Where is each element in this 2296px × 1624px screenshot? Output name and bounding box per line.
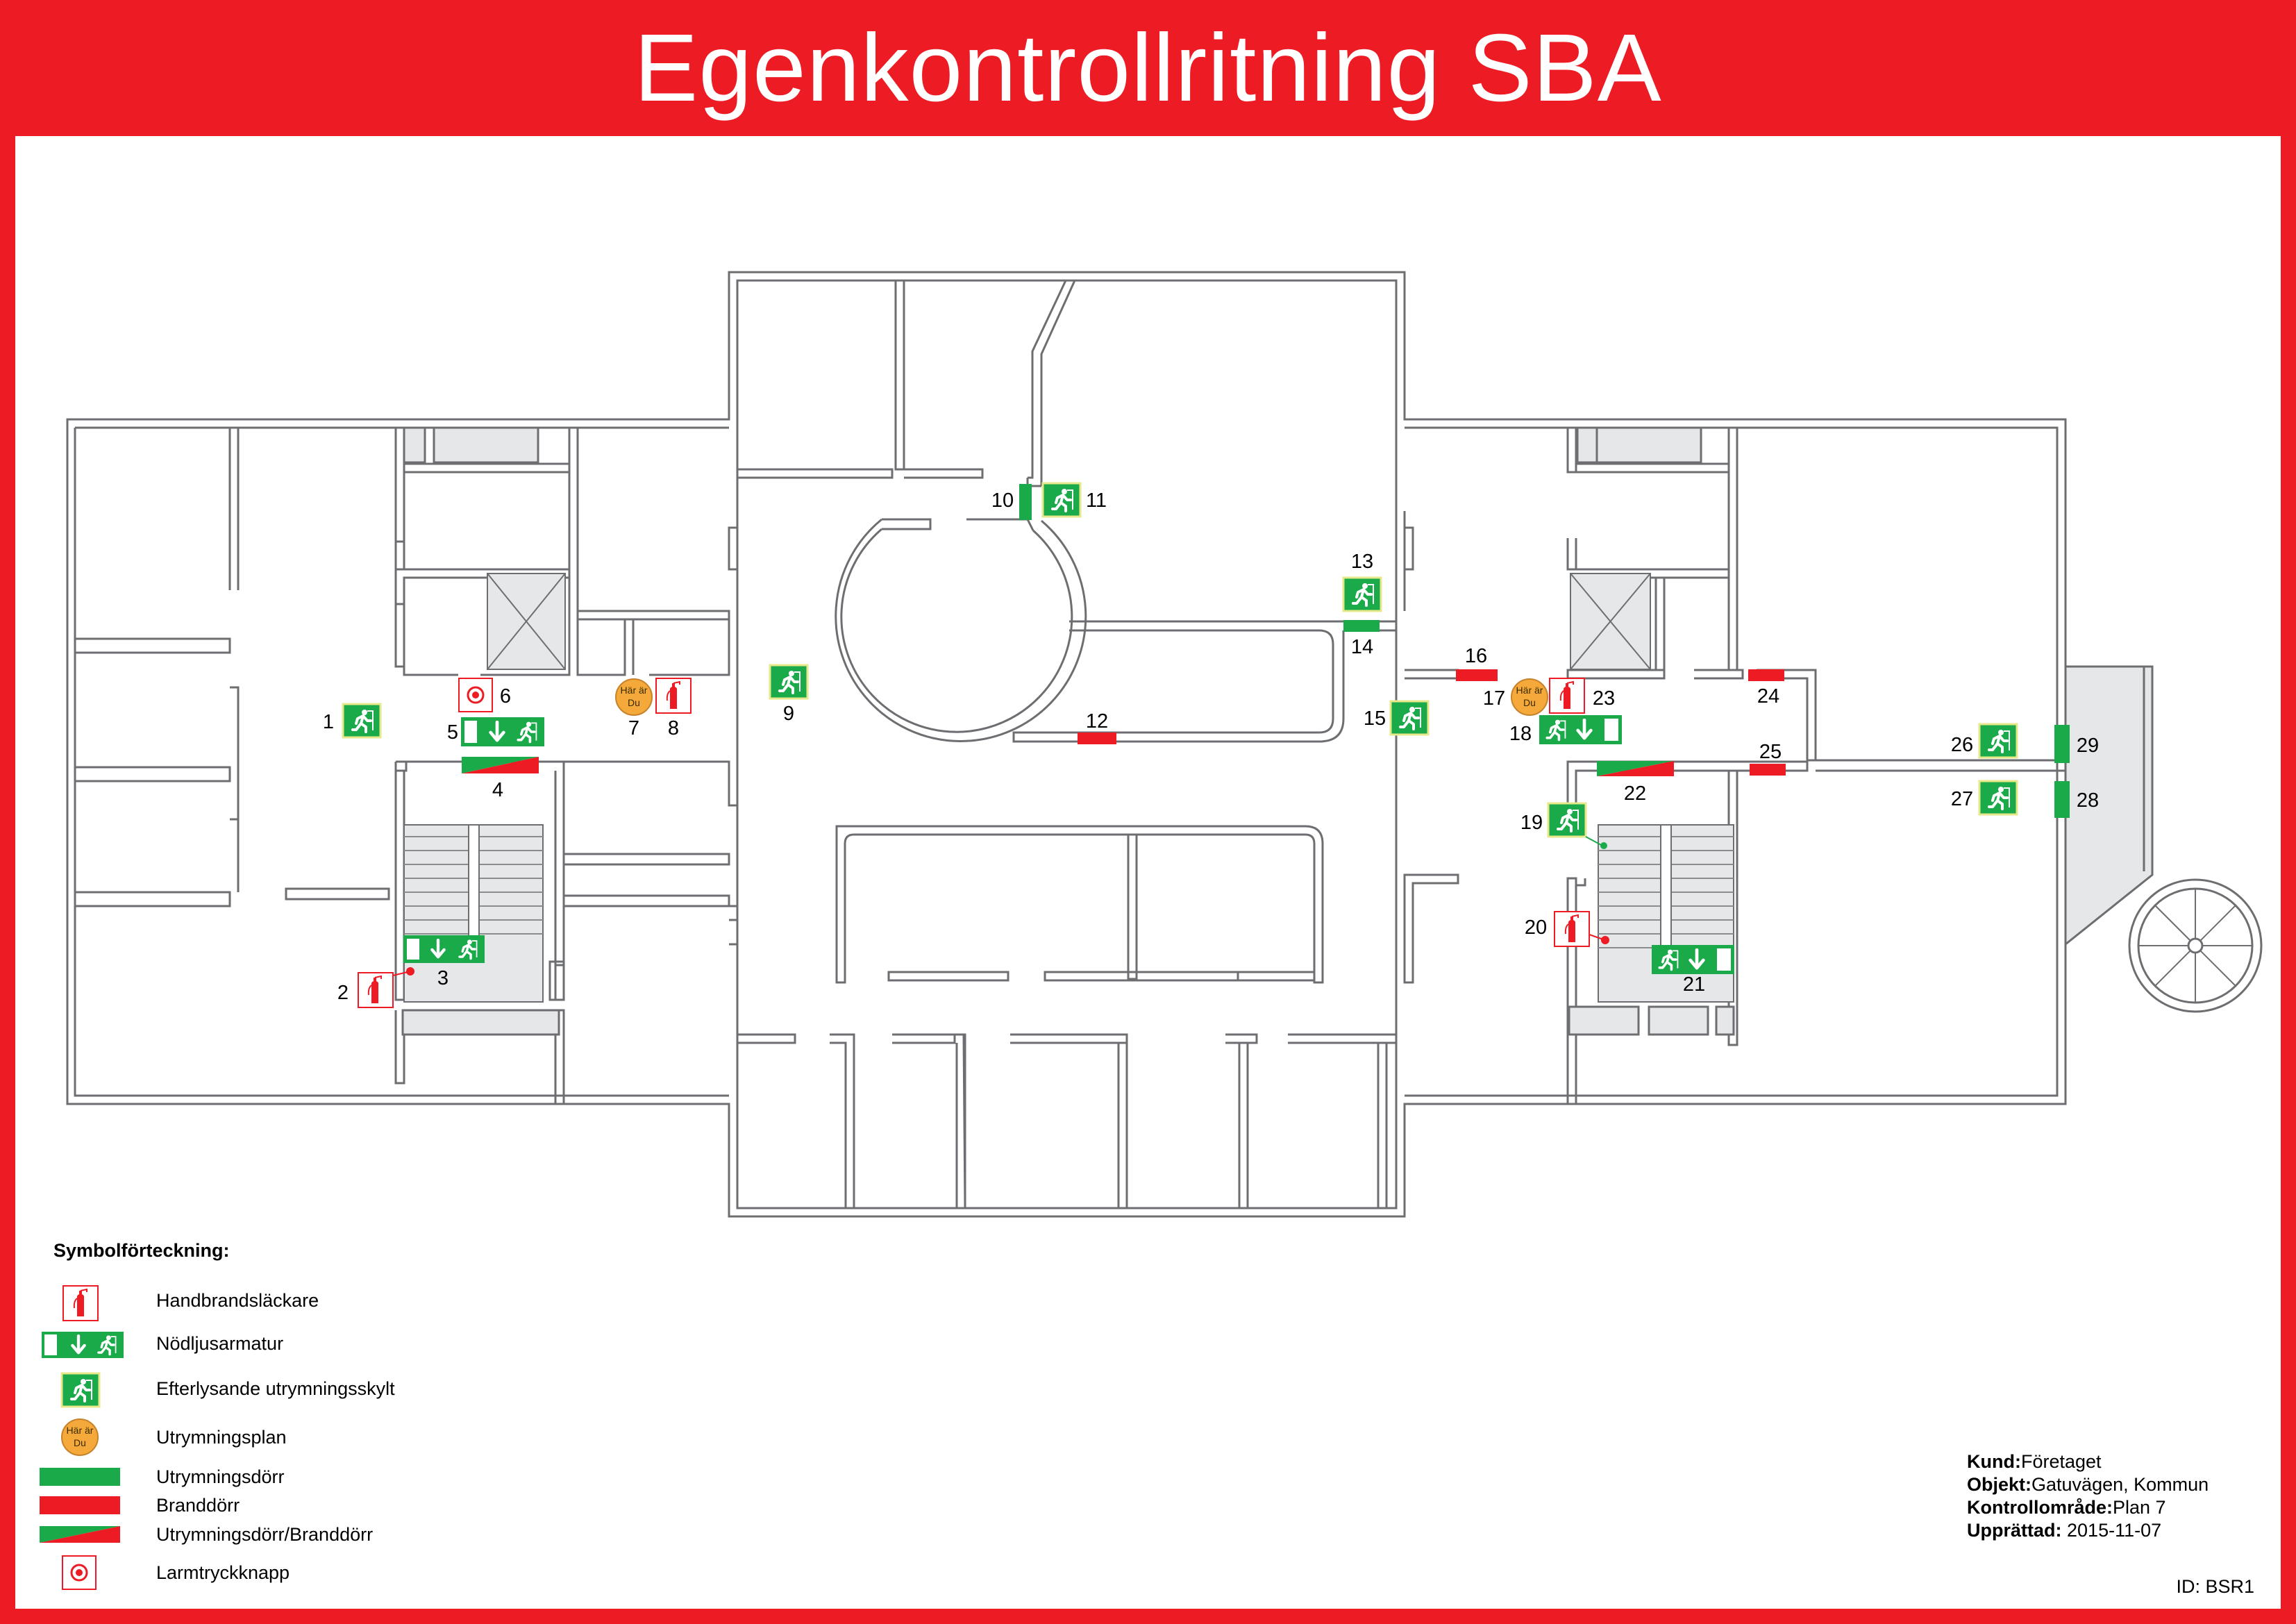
door-4-exit-fire bbox=[462, 757, 539, 773]
legend-fire-extinguisher-icon bbox=[62, 1285, 99, 1321]
emergency-light-21 bbox=[1652, 945, 1734, 974]
exit-sign-11 bbox=[1041, 482, 1082, 518]
legend-label-exit-fire-door: Utrymningsdörr/Branddörr bbox=[156, 1524, 374, 1545]
exit-sign-15 bbox=[1389, 700, 1430, 736]
legend-exit-door-icon bbox=[40, 1468, 120, 1486]
marker-9: 9 bbox=[783, 703, 794, 725]
marker-7: 7 bbox=[628, 717, 639, 739]
legend-label-exit-door: Utrymningsdörr bbox=[156, 1466, 285, 1487]
marker-15: 15 bbox=[1364, 708, 1386, 730]
legend-title: Symbolförteckning: bbox=[53, 1240, 230, 1261]
svg-text:Här är: Här är bbox=[67, 1425, 94, 1436]
page-title: Egenkontrollritning SBA bbox=[634, 14, 1662, 122]
marker-27: 27 bbox=[1951, 788, 1973, 810]
info-objekt: Objekt:Gatuvägen, Kommun bbox=[1967, 1474, 2209, 1495]
building-walls bbox=[66, 271, 2263, 1218]
emergency-light-18 bbox=[1539, 715, 1622, 744]
doors bbox=[462, 484, 2070, 818]
exit-sign-1 bbox=[342, 703, 382, 739]
exit-sign-9 bbox=[769, 664, 809, 700]
info-upprattad: Upprättad: 2015-11-07 bbox=[1967, 1520, 2162, 1541]
legend-symbols: Här är Du bbox=[40, 1285, 124, 1590]
door-28-exit bbox=[2054, 781, 2070, 818]
marker-8: 8 bbox=[668, 717, 679, 739]
elevator-left bbox=[487, 573, 566, 670]
legend-exit-fire-door-icon bbox=[40, 1526, 120, 1543]
fixtures bbox=[401, 426, 1735, 1036]
marker-6: 6 bbox=[500, 685, 511, 708]
marker-3: 3 bbox=[437, 967, 449, 989]
evacuation-plan-17: Här är Du bbox=[1511, 678, 1548, 716]
marker-12: 12 bbox=[1086, 710, 1108, 733]
marker-13: 13 bbox=[1351, 551, 1373, 573]
svg-text:Du: Du bbox=[628, 697, 640, 708]
legend-alarm-button-icon bbox=[62, 1555, 97, 1590]
title-bar: Egenkontrollritning SBA bbox=[0, 0, 2296, 136]
marker-10: 10 bbox=[991, 489, 1014, 512]
door-14-exit bbox=[1343, 620, 1380, 632]
door-22-exit-fire bbox=[1597, 761, 1674, 776]
fire-extinguisher-23 bbox=[1549, 678, 1585, 714]
marker-11: 11 bbox=[1086, 489, 1107, 512]
fire-extinguisher-20 bbox=[1554, 911, 1609, 947]
svg-text:Du: Du bbox=[1523, 697, 1536, 708]
legend-label-emergency-light: Nödljusarmatur bbox=[156, 1333, 284, 1354]
legend-emergency-light-icon bbox=[42, 1332, 124, 1358]
marker-4: 4 bbox=[492, 779, 503, 801]
marker-14: 14 bbox=[1351, 636, 1373, 658]
marker-1: 1 bbox=[323, 711, 334, 733]
marker-22: 22 bbox=[1624, 782, 1646, 805]
stairs-left bbox=[403, 824, 544, 1003]
emergency-light-3 bbox=[403, 935, 485, 963]
legend-evacuation-plan-icon: Här är Du bbox=[61, 1418, 99, 1456]
door-16-fire bbox=[1456, 669, 1498, 681]
evacuation-plan-7: Här är Du bbox=[615, 678, 653, 716]
exit-sign-27 bbox=[1978, 780, 2018, 816]
marker-5: 5 bbox=[447, 721, 458, 744]
marker-26: 26 bbox=[1951, 734, 1973, 756]
marker-23: 23 bbox=[1593, 687, 1615, 710]
legend-fire-door-icon bbox=[40, 1496, 120, 1514]
exit-sign-26 bbox=[1978, 723, 2018, 759]
svg-text:Här är: Här är bbox=[621, 685, 648, 696]
marker-28: 28 bbox=[2077, 789, 2099, 812]
info-kontrollomrade: Kontrollområde:Plan 7 bbox=[1967, 1497, 2166, 1518]
door-29-exit bbox=[2054, 725, 2070, 763]
legend-label-fire-door: Branddörr bbox=[156, 1495, 240, 1516]
legend-label-fire-extinguisher: Handbrandsläckare bbox=[156, 1290, 319, 1311]
legend-label-evacuation-plan: Utrymningsplan bbox=[156, 1427, 287, 1448]
floor-plan: Här är Du Här är Du 1 2 3 4 5 6 7 8 9 10… bbox=[40, 271, 2263, 1590]
emergency-light-5 bbox=[461, 717, 544, 746]
document-id: ID: BSR1 bbox=[2176, 1576, 2254, 1597]
door-25-fire bbox=[1750, 764, 1786, 776]
marker-25: 25 bbox=[1759, 741, 1782, 763]
fire-extinguisher-2 bbox=[358, 967, 414, 1008]
legend-label-alarm-button: Larmtryckknapp bbox=[156, 1562, 290, 1583]
exit-sign-13 bbox=[1342, 576, 1382, 612]
info-kund: Kund:Företaget bbox=[1967, 1451, 2102, 1472]
marker-16: 16 bbox=[1465, 645, 1487, 667]
marker-2: 2 bbox=[337, 982, 349, 1004]
exit-sign-19 bbox=[1547, 802, 1587, 838]
door-10-exit bbox=[1019, 484, 1032, 520]
stairs-right bbox=[1598, 824, 1734, 1003]
marker-18: 18 bbox=[1509, 723, 1532, 745]
marker-24: 24 bbox=[1757, 685, 1779, 708]
fire-extinguisher-8 bbox=[655, 678, 692, 714]
legend-exit-sign-icon bbox=[60, 1372, 101, 1408]
marker-20: 20 bbox=[1525, 916, 1547, 939]
door-24-fire bbox=[1748, 669, 1784, 681]
marker-21: 21 bbox=[1683, 973, 1705, 996]
door-12-fire bbox=[1078, 733, 1116, 744]
marker-19: 19 bbox=[1520, 812, 1543, 834]
alarm-button-6 bbox=[458, 678, 493, 712]
marker-17: 17 bbox=[1483, 687, 1505, 710]
svg-text:Du: Du bbox=[74, 1437, 86, 1448]
svg-text:Här är: Här är bbox=[1516, 685, 1543, 696]
marker-29: 29 bbox=[2077, 735, 2099, 757]
legend-label-exit-sign: Efterlysande utrymningsskylt bbox=[156, 1378, 395, 1399]
elevator-right bbox=[1570, 573, 1651, 670]
plan-panel: Här är Du Här är Du 1 2 3 4 5 6 7 8 9 10… bbox=[15, 136, 2281, 1609]
